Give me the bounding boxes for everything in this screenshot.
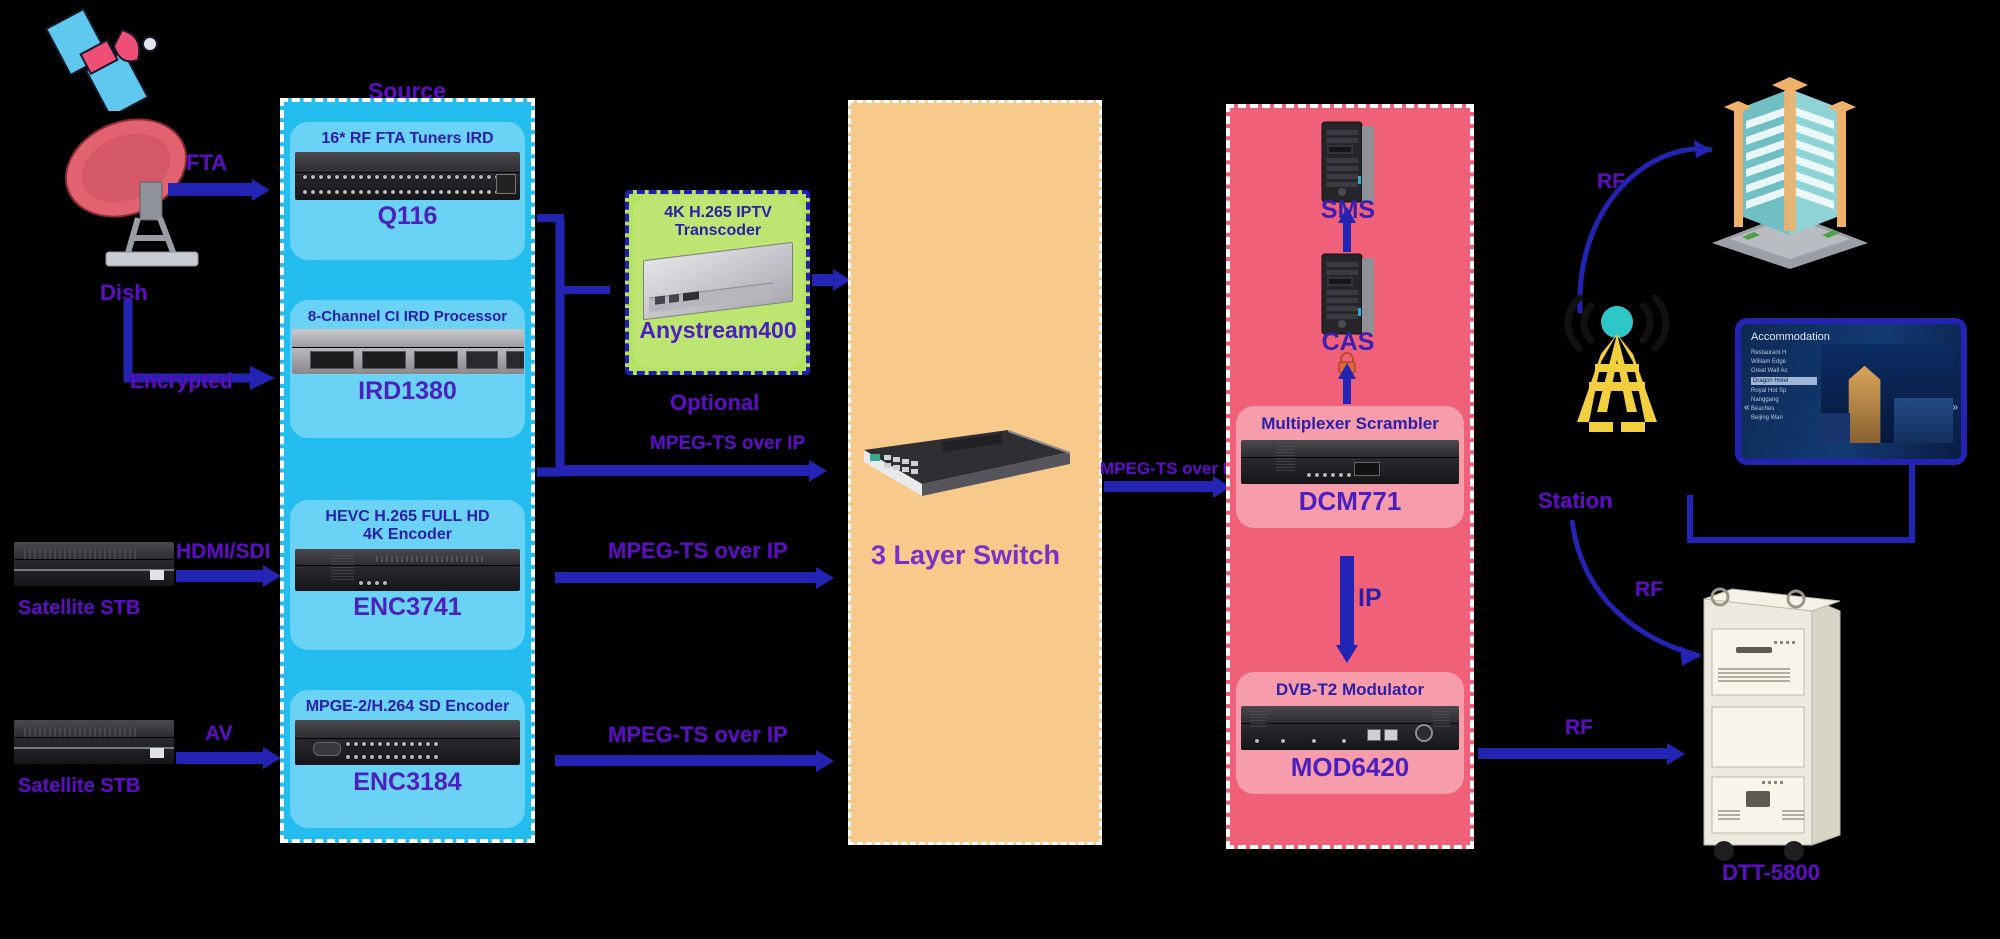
av-arrow <box>176 747 281 769</box>
device-card-mod6420[interactable]: DVB-T2 Modulator MOD6420 <box>1236 672 1464 794</box>
satellite-stb-top <box>14 542 174 586</box>
device-card-q116[interactable]: 16* RF FTA Tuners IRD Q116 <box>290 122 525 260</box>
mpeg-ts-ip-label-4: MPEG-TS over IP <box>1100 459 1239 478</box>
mpeg-ts-ip-arrow-2 <box>555 566 834 589</box>
device-card-enc3741[interactable]: HEVC H.265 FULL HD 4K Encoder ENC3741 <box>290 500 525 650</box>
cas-label: CAS <box>1321 328 1375 356</box>
tv-menu-list[interactable]: Restaurant H William Edge Great Wall Ac … <box>1751 350 1817 421</box>
satellite-stb-bottom <box>14 720 174 764</box>
cas-to-sms-arrow <box>1338 207 1356 252</box>
satellite-dish-icon <box>48 110 218 270</box>
rf-label-building: RF <box>1597 170 1625 193</box>
dish-label: Dish <box>100 280 148 305</box>
rf-arrow-rack <box>1478 742 1685 765</box>
tv-nav-right-icon[interactable]: » <box>1952 402 1958 414</box>
ip-arrow <box>1336 556 1358 663</box>
tv-photo <box>1821 344 1953 443</box>
ip-label: IP <box>1358 584 1382 612</box>
tv-menu-item[interactable]: Great Wall Ac <box>1751 368 1788 374</box>
fanout-to-transcoder <box>537 214 610 294</box>
fta-arrow <box>168 178 270 201</box>
rack-label: DTT-5800 <box>1722 860 1820 885</box>
device-model: DCM771 <box>1298 485 1402 516</box>
optional-caption: Optional <box>670 390 760 415</box>
tv-display[interactable]: Accommodation Restaurant H William Edge … <box>1735 318 1967 465</box>
broadcast-tower-icon <box>1555 290 1680 490</box>
mpeg-ts-ip-label-2: MPEG-TS over IP <box>608 538 788 563</box>
building-tv-connector <box>1687 495 1805 543</box>
device-image-enc3741 <box>295 548 520 591</box>
device-image-mod6420 <box>1241 705 1459 750</box>
switch-device-label: 3 Layer Switch <box>870 540 1061 570</box>
cas-server-icon <box>1318 250 1378 338</box>
device-image-anystream400 <box>643 241 793 320</box>
satellite-stb-top-label: Satellite STB <box>18 597 141 619</box>
rf-label-tower: RF <box>1635 578 1663 601</box>
device-image-switch <box>858 418 1073 508</box>
tv-menu-item[interactable]: Royal Hot Sp <box>1751 388 1787 394</box>
device-model: Q116 <box>377 202 438 231</box>
device-model: Anystream400 <box>639 316 797 343</box>
device-card-enc3184[interactable]: MPGE-2/H.264 SD Encoder ENC3184 <box>290 690 525 828</box>
mpeg-ts-ip-label-1: MPEG-TS over IP <box>650 433 806 454</box>
hdmi-sdi-arrow <box>176 565 281 587</box>
tv-menu-item[interactable]: Beijing Wan <box>1751 415 1783 421</box>
source-group-box <box>280 98 535 843</box>
device-card-ird1380[interactable]: 8-Channel CI IRD Processor IRD1380 <box>290 300 525 438</box>
tv-nav-left-icon[interactable]: « <box>1744 402 1750 414</box>
device-model: ENC3741 <box>353 592 462 621</box>
mpeg-ts-ip-arrow-3 <box>555 749 834 772</box>
device-model: ENC3184 <box>353 768 462 797</box>
device-title: DVB-T2 Modulator <box>1275 680 1425 699</box>
tv-menu-item[interactable]: Restaurant H <box>1751 350 1787 356</box>
sms-server-icon <box>1318 118 1378 206</box>
station-label: Station <box>1538 488 1613 513</box>
device-model: IRD1380 <box>358 377 457 406</box>
av-label: AV <box>205 722 233 745</box>
device-title: Multiplexer Scrambler <box>1261 414 1439 433</box>
device-image-dcm771 <box>1241 439 1459 484</box>
tv-menu-item[interactable]: Nanggang <box>1751 397 1779 403</box>
tv-menu-item[interactable]: Beaches <box>1751 406 1775 412</box>
satellite-icon <box>40 6 170 119</box>
transmitter-rack-icon <box>1690 585 1850 865</box>
device-model: MOD6420 <box>1290 751 1410 782</box>
device-title-line1: HEVC H.265 FULL HD <box>325 508 490 525</box>
rf-label-rack: RF <box>1565 716 1593 739</box>
device-image-q116 <box>295 152 520 201</box>
device-title-line1: 4K H.265 IPTV <box>664 204 772 221</box>
device-image-ird1380 <box>291 329 524 375</box>
mpeg-ts-ip-label-3: MPEG-TS over IP <box>608 722 788 747</box>
mpeg-ts-ip-arrow-1 <box>560 459 827 482</box>
transcoder-to-switch-arrow <box>812 269 851 291</box>
device-title-line2: 4K Encoder <box>363 526 452 544</box>
device-title: 16* RF FTA Tuners IRD <box>321 130 494 147</box>
fta-label: FTA <box>186 150 228 175</box>
device-title: MPGE-2/H.264 SD Encoder <box>305 698 510 715</box>
dcm-to-cas-arrow <box>1338 363 1356 404</box>
satellite-stb-bottom-label: Satellite STB <box>18 775 141 797</box>
device-card-dcm771[interactable]: Multiplexer Scrambler DCM771 <box>1236 406 1464 528</box>
hdmi-sdi-label: HDMI/SDI <box>176 540 271 563</box>
device-image-enc3184 <box>295 720 520 766</box>
tv-menu-item-selected[interactable]: Dragon Hotel <box>1751 377 1817 385</box>
device-card-anystream400[interactable]: 4K H.265 IPTV Transcoder Anystream400 <box>633 196 803 368</box>
building-icon <box>1690 75 1890 270</box>
encrypted-label: Encrypted <box>130 370 233 393</box>
tv-screen-title: Accommodation <box>1751 331 1830 343</box>
device-title-line2: Transcoder <box>674 222 762 240</box>
device-title: 8-Channel CI IRD Processor <box>307 308 508 325</box>
tv-menu-item[interactable]: William Edge <box>1751 359 1787 365</box>
mpeg-ts-ip-arrow-4 <box>1104 475 1231 498</box>
